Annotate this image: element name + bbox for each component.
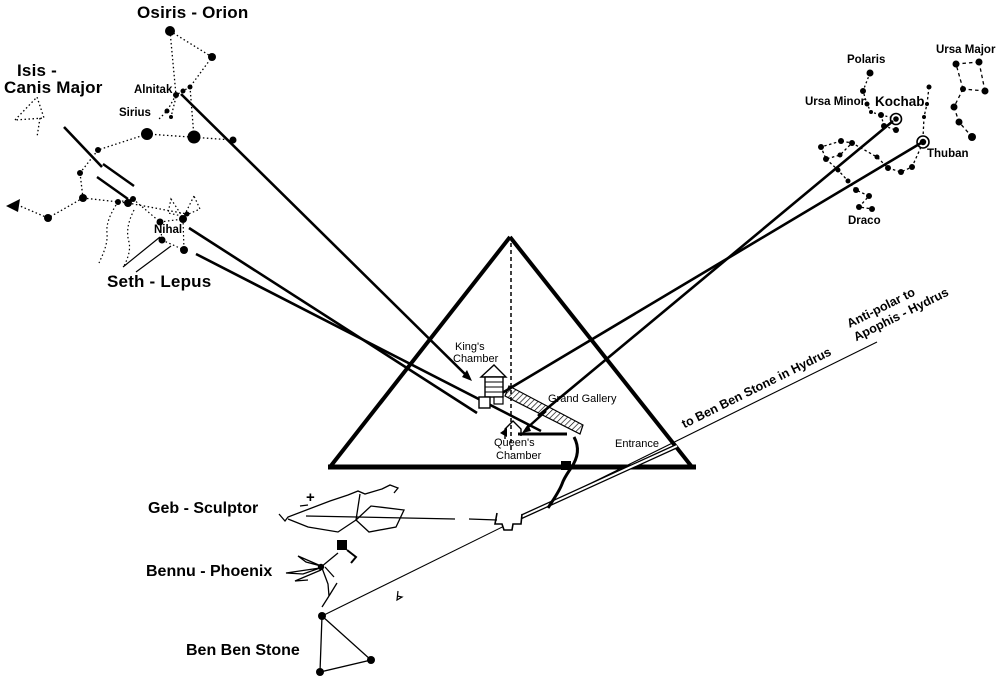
sculptor-ground-line xyxy=(305,515,498,521)
sculptor-constellation xyxy=(278,484,405,533)
title-seth-lepus: Seth - Lepus xyxy=(107,272,212,291)
label-grand-gallery: Grand Gallery xyxy=(548,393,617,405)
star-label-ursa-minor: Ursa Minor xyxy=(805,96,866,108)
alignment-line-thuban xyxy=(496,141,922,398)
star-label-polaris: Polaris xyxy=(847,54,886,66)
grand-gallery-shape xyxy=(504,385,584,435)
thuban-star xyxy=(916,135,930,149)
ben-ben-stone-triangle xyxy=(316,612,375,676)
alignment-line-lepus-a xyxy=(188,226,478,415)
line-break-marks xyxy=(96,163,135,200)
star-label-nihal: Nihal xyxy=(154,224,183,236)
label-kings-chamber-line1: King's xyxy=(455,341,485,353)
descending-passage xyxy=(520,443,678,520)
lepus-legs xyxy=(122,236,172,273)
title-osiris-orion: Osiris - Orion xyxy=(137,3,249,22)
well-shaft xyxy=(546,436,580,509)
queens-chamber-arrow xyxy=(522,410,547,433)
alignment-line-sirius-stub xyxy=(63,126,103,168)
ursa-major-constellation xyxy=(953,61,986,138)
kings-chamber-structure xyxy=(478,364,508,409)
alignment-line-kochab xyxy=(537,120,894,417)
label-queens-chamber-line1: Queen's xyxy=(494,437,535,449)
title-geb-sculptor: Geb - Sculptor xyxy=(148,500,259,517)
star-label-sirius: Sirius xyxy=(119,107,151,119)
queens-chamber-structure xyxy=(500,420,522,439)
alignment-line-alnitak xyxy=(180,93,469,378)
alnitak-line-arrowhead xyxy=(462,370,472,381)
canis-major-constellation xyxy=(13,95,234,219)
star-label-kochab: Kochab xyxy=(875,94,925,109)
label-entrance: Entrance xyxy=(615,438,660,450)
phoenix-constellation xyxy=(285,540,404,608)
star-label-ursa-major: Ursa Major xyxy=(936,44,996,56)
title-isis-line1: Isis - xyxy=(17,61,57,80)
star-label-draco: Draco xyxy=(848,215,881,227)
lepus-constellation xyxy=(98,194,201,267)
lepus-stars xyxy=(115,196,188,254)
draco-stars xyxy=(818,84,932,212)
sculptor-plus-mark: + xyxy=(306,489,315,506)
subterranean-chamber xyxy=(494,512,523,531)
title-ben-ben-stone: Ben Ben Stone xyxy=(186,642,300,659)
ursa-major-stars xyxy=(950,58,989,141)
star-label-alnitak: Alnitak xyxy=(134,84,173,96)
label-kings-chamber-line2: Chamber xyxy=(453,353,499,365)
label-queens-chamber-line2: Chamber xyxy=(496,450,542,462)
title-isis-line2: Canis Major xyxy=(4,78,103,97)
title-bennu-phoenix: Bennu - Phoenix xyxy=(146,563,273,580)
orion-stars xyxy=(164,26,216,144)
star-label-thuban: Thuban xyxy=(927,148,969,160)
canis-major-stars xyxy=(6,128,237,222)
